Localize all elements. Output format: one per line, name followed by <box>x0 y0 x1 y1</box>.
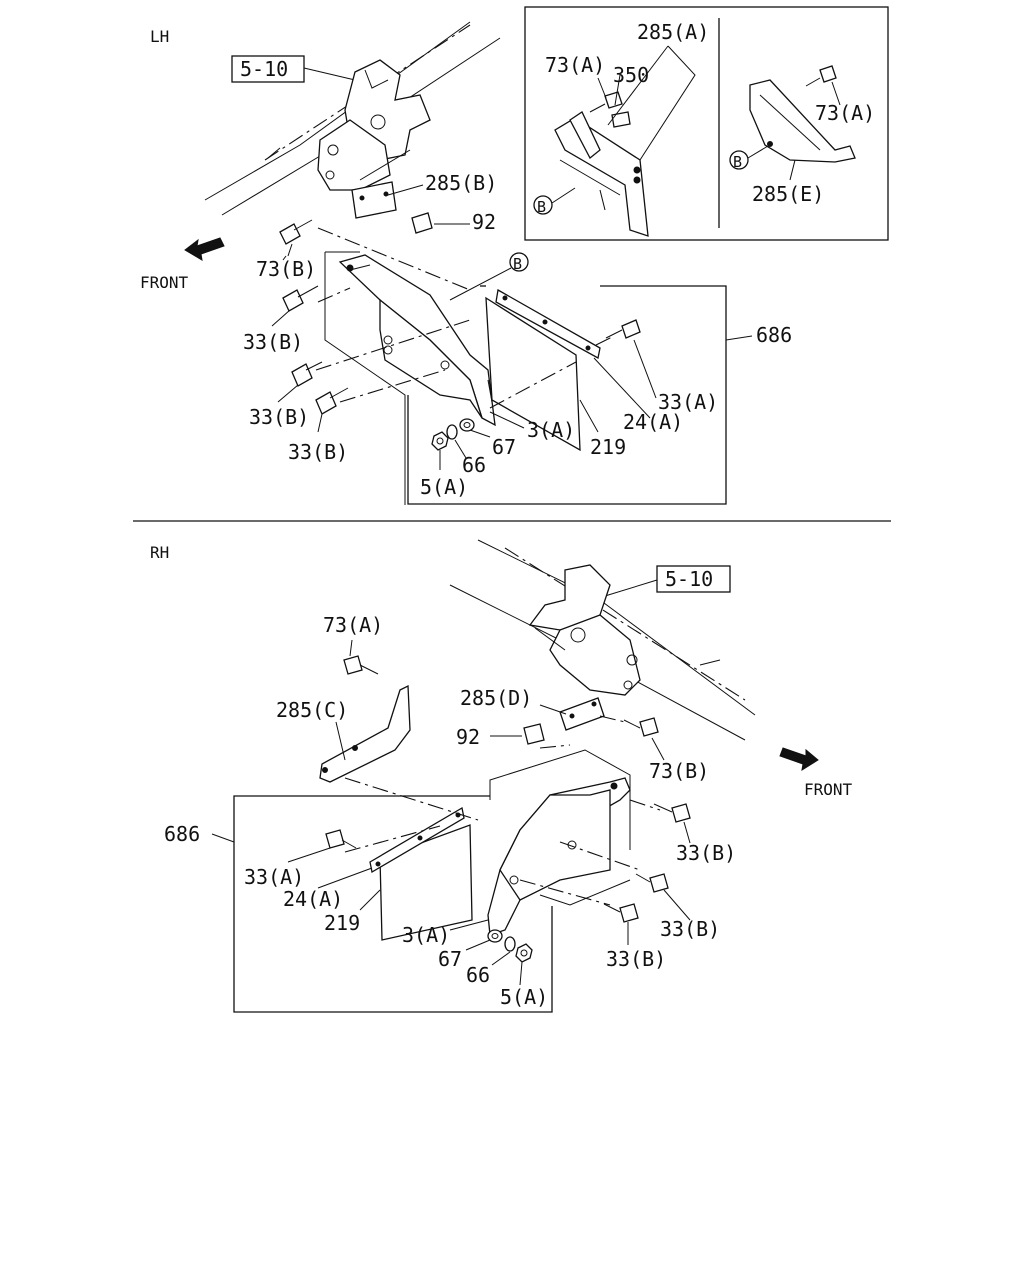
lh-label-686: 686 <box>756 323 792 347</box>
lh-section-label: LH <box>150 27 169 46</box>
rh-bolt-33b-3 <box>603 903 639 923</box>
rh-dash-6 <box>539 744 571 749</box>
rh-label-33b-2: 33(B) <box>660 917 720 941</box>
lh-bolt-33a <box>605 319 641 339</box>
rh-clip-92 <box>523 723 545 745</box>
rh-lockwasher-66 <box>504 936 516 952</box>
rh-dash-3 <box>559 841 641 871</box>
rh-label-5a: 5(A) <box>500 985 548 1009</box>
lh-label-33b-1: 33(B) <box>243 330 303 354</box>
lh-clip-92 <box>411 212 470 234</box>
rh-label-67: 67 <box>438 947 462 971</box>
lh-label-73b: 73(B) <box>256 257 316 281</box>
lh-plate-285b <box>351 181 397 219</box>
lh-assembly-686 <box>407 285 753 505</box>
rh-bracket-285c <box>319 684 411 783</box>
lh-label-33a: 33(A) <box>658 390 718 414</box>
rh-section-label: RH <box>150 543 169 562</box>
lh-label-33b-2: 33(B) <box>249 405 309 429</box>
rh-label-219: 219 <box>324 911 360 935</box>
lh-section: LH 5-10 <box>140 6 889 505</box>
lh-upper-bracket <box>317 59 431 191</box>
lh-ref-5-10: 5-10 <box>231 55 356 83</box>
rh-dash-1 <box>344 777 479 821</box>
rh-ref-5-10-label: 5-10 <box>665 567 713 591</box>
lh-label-285a: 285(A) <box>637 20 709 44</box>
lh-label-73a-right: 73(A) <box>815 101 875 125</box>
rh-label-3a: 3(A) <box>402 923 450 947</box>
lh-dash-2 <box>317 287 351 303</box>
lh-bolt-33b-3 <box>315 387 349 415</box>
rh-plate-285d <box>559 697 605 731</box>
lh-label-219: 219 <box>590 435 626 459</box>
lh-point-b: B <box>449 252 529 301</box>
lh-nut-5a <box>431 431 449 451</box>
rh-washer-67 <box>487 929 503 943</box>
lh-label-285e: 285(E) <box>752 182 824 206</box>
lh-dash-4 <box>339 369 446 403</box>
rh-mud-guard <box>487 749 631 936</box>
rh-upper-bracket <box>528 564 641 696</box>
lh-front-arrow <box>184 237 225 261</box>
rh-label-92: 92 <box>456 725 480 749</box>
rh-label-285d: 285(D) <box>460 686 532 710</box>
rh-bolt-73b <box>623 717 659 737</box>
rh-bolt-33a <box>325 829 357 849</box>
rh-ref-5-10: 5-10 <box>604 565 731 597</box>
rh-dash-7 <box>599 715 626 723</box>
rh-label-33b-3: 33(B) <box>606 947 666 971</box>
lh-lockwasher-66 <box>446 424 458 440</box>
lh-label-66: 66 <box>462 453 486 477</box>
lh-label-24a: 24(A) <box>623 410 683 434</box>
rh-bolt-73a <box>343 655 379 675</box>
rh-label-686: 686 <box>164 822 200 846</box>
lh-inset-b-left: B <box>537 198 546 216</box>
lh-inset: B B <box>524 6 889 241</box>
lh-dash-5 <box>489 361 577 409</box>
lh-dash-3 <box>315 319 471 371</box>
rh-label-front: FRONT <box>804 780 853 799</box>
lh-inset-b-right: B <box>733 153 742 171</box>
lh-bolt-73b <box>279 219 313 257</box>
lh-label-3a: 3(A) <box>527 418 575 442</box>
lh-label-front: FRONT <box>140 273 189 292</box>
lh-bolt-33b-2 <box>291 361 323 387</box>
rh-label-24a: 24(A) <box>283 887 343 911</box>
lh-label-73a-inset: 73(A) <box>545 53 605 77</box>
rh-bolt-33b-1 <box>653 803 691 823</box>
rh-section: RH 5-10 <box>150 539 853 1013</box>
rh-label-33a: 33(A) <box>244 865 304 889</box>
lh-dash-6 <box>595 335 615 346</box>
rh-mud-flap <box>369 806 473 941</box>
lh-mud-flap <box>485 288 601 452</box>
rh-label-285c: 285(C) <box>276 698 348 722</box>
rh-label-33b-1: 33(B) <box>676 841 736 865</box>
lh-label-33b-3: 33(B) <box>288 440 348 464</box>
lh-washer-67 <box>459 418 475 432</box>
rh-front-arrow <box>779 747 819 772</box>
rh-dash-4 <box>519 879 611 906</box>
lh-point-b-label: B <box>513 255 522 273</box>
rh-assembly-686 <box>211 795 553 1013</box>
rh-bolt-33b-2 <box>635 873 669 893</box>
rh-label-66: 66 <box>466 963 490 987</box>
lh-label-5a: 5(A) <box>420 475 468 499</box>
lh-bolt-33b-1 <box>282 285 319 312</box>
lh-label-92: 92 <box>472 210 496 234</box>
rh-label-73a: 73(A) <box>323 613 383 637</box>
lh-ref-5-10-label: 5-10 <box>240 57 288 81</box>
lh-label-67: 67 <box>492 435 516 459</box>
lh-mud-guard <box>324 251 496 505</box>
rh-label-73b: 73(B) <box>649 759 709 783</box>
lh-label-350: 350 <box>613 63 649 87</box>
rh-nut-5a <box>515 943 533 963</box>
rh-dash-5 <box>629 799 661 811</box>
lh-label-285b: 285(B) <box>425 171 497 195</box>
